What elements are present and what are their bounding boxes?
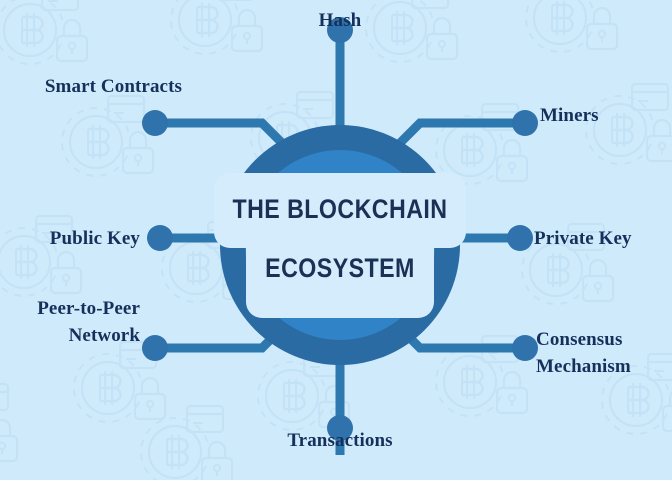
node-dot-public-key[interactable] (147, 225, 173, 251)
node-dot-peer-to-peer[interactable] (142, 335, 168, 361)
node-label-hash[interactable]: Hash (318, 10, 362, 31)
node-dot-hash[interactable] (327, 17, 353, 43)
plate-bottom-shape (246, 231, 434, 318)
node-label-smart-contracts[interactable]: Smart Contracts (44, 76, 182, 97)
center-title-line-1: THE BLOCKCHAIN (232, 194, 448, 224)
hub-label-plate: THE BLOCKCHAIN ECOSYSTEM (214, 173, 466, 318)
node-dot-private-key[interactable] (507, 225, 533, 251)
center-hub: THE BLOCKCHAIN ECOSYSTEM (214, 125, 466, 365)
node-label-peer-to-peer-network[interactable]: Peer-to-Peer Network (37, 298, 140, 346)
node-label-miners[interactable]: Miners (540, 105, 599, 126)
node-dot-smart-contracts[interactable] (142, 110, 168, 136)
node-label-private-key[interactable]: Private Key (534, 228, 632, 249)
node-dot-miners[interactable] (512, 110, 538, 136)
center-title-line-2: ECOSYSTEM (265, 253, 415, 283)
node-dot-transactions[interactable] (327, 415, 353, 441)
node-label-consensus-mechanism[interactable]: Consensus Mechanism (536, 329, 631, 377)
node-label-transactions[interactable]: Transactions (287, 430, 393, 451)
node-label-public-key[interactable]: Public Key (49, 228, 140, 249)
node-dot-consensus[interactable] (512, 335, 538, 361)
